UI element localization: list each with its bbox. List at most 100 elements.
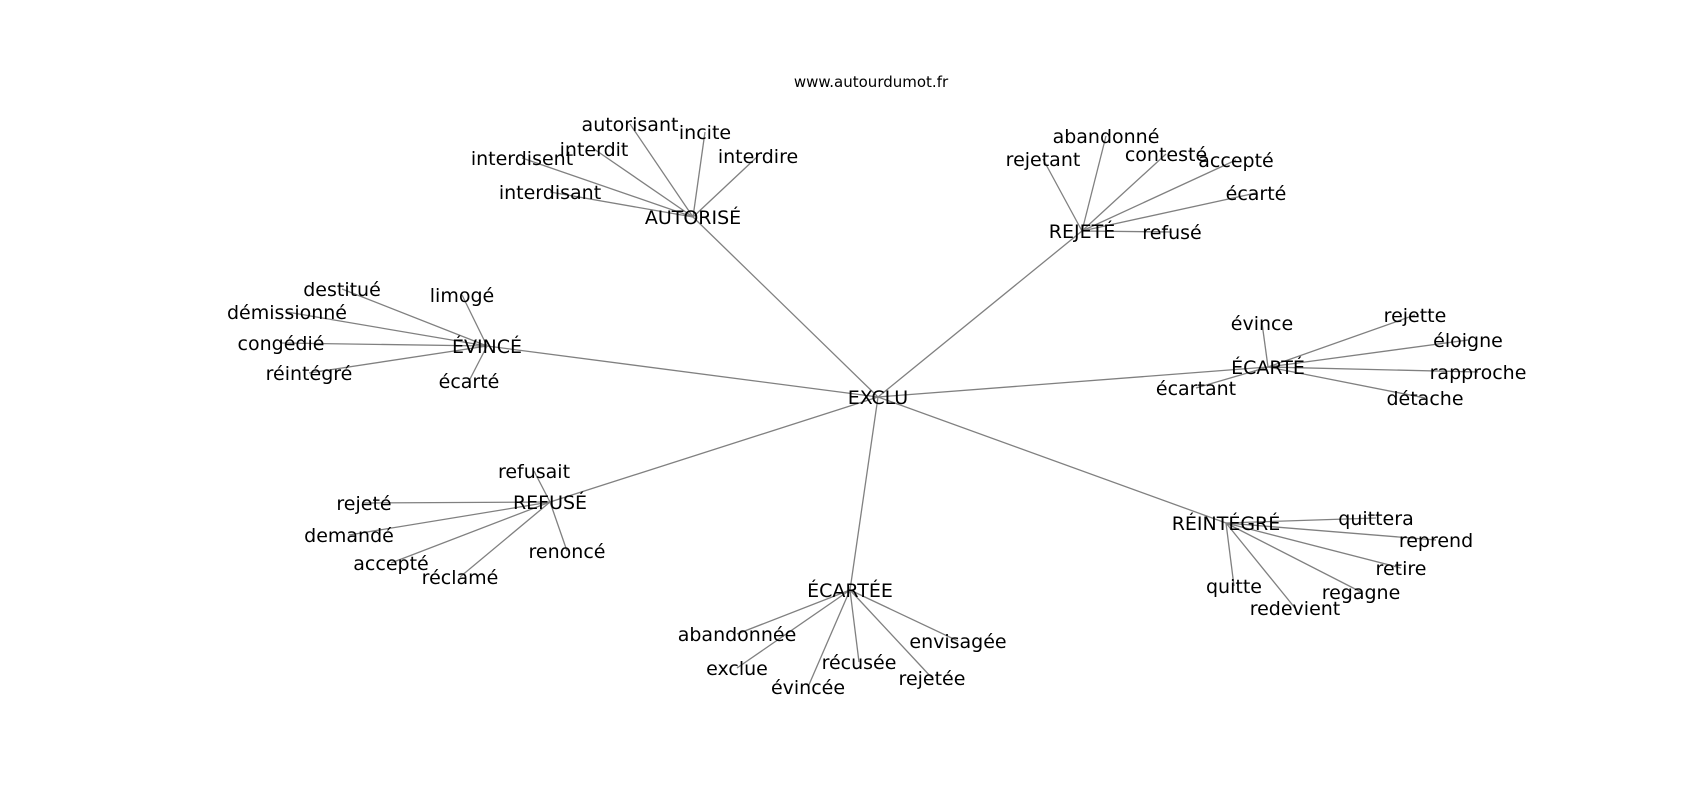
edge-autorise-interdit bbox=[593, 148, 694, 218]
leaf-node-reintegre: réintégré bbox=[266, 363, 353, 385]
edge-ecarte-ecartant bbox=[1195, 366, 1269, 389]
edge-ecartee-abandonnee bbox=[736, 589, 851, 635]
leaf-node-ecarte: écarté bbox=[1226, 183, 1287, 205]
edge-reintegre-quitte bbox=[1225, 522, 1235, 587]
edge-ecarte-rapproche bbox=[1267, 366, 1479, 373]
edge-center-autorise bbox=[692, 216, 879, 398]
edge-reintegre-redevient bbox=[1225, 522, 1296, 609]
edge-autorise-interdire bbox=[692, 155, 759, 218]
hub-node-reintegre: RÉINTÉGRÉ bbox=[1172, 512, 1281, 535]
leaf-node-redevient: redevient bbox=[1250, 598, 1341, 620]
edge-refuse-refusait bbox=[533, 470, 551, 503]
leaf-node-exclue: exclue bbox=[706, 658, 768, 680]
hub-node-refuse: REFUSÉ bbox=[513, 491, 587, 514]
edge-refuse-reclame bbox=[459, 501, 551, 578]
leaf-node-rejetant: rejetant bbox=[1006, 149, 1081, 171]
edge-refuse-accepte bbox=[390, 501, 551, 564]
leaf-node-abandonne: abandonné bbox=[1053, 126, 1160, 148]
edge-reintegre-reprend bbox=[1225, 522, 1437, 541]
edge-ecarte-eloigne bbox=[1267, 339, 1469, 368]
edge-evince-limoge bbox=[461, 294, 488, 347]
center-node: EXCLU bbox=[848, 387, 908, 409]
leaf-node-incite: incite bbox=[679, 122, 731, 144]
edge-ecartee-rejetee bbox=[849, 589, 933, 679]
leaf-node-retire: retire bbox=[1376, 558, 1427, 580]
leaf-node-congedie: congédié bbox=[238, 333, 325, 355]
edge-center-reintegre bbox=[877, 396, 1227, 524]
hub-node-rejete: REJETÉ bbox=[1049, 220, 1115, 243]
source-label: www.autourdumot.fr bbox=[794, 73, 949, 91]
edge-ecartee-envisagee bbox=[849, 589, 959, 642]
edge-evince-congedie bbox=[280, 342, 488, 347]
edge-evince-reintegre bbox=[308, 345, 488, 374]
edge-center-ecarte bbox=[877, 366, 1269, 398]
leaf-node-reprend: reprend bbox=[1399, 530, 1473, 552]
hub-node-ecarte: ÉCARTÉ bbox=[1231, 356, 1305, 379]
leaf-node-demissionne: démissionné bbox=[227, 302, 347, 324]
leaf-node-rapproche: rapproche bbox=[1430, 362, 1527, 384]
leaf-node-envisagee: envisagée bbox=[909, 631, 1006, 653]
edge-reintegre-regagne bbox=[1225, 522, 1362, 593]
edge-evince-demissionne bbox=[286, 311, 488, 347]
leaf-node-conteste: contesté bbox=[1125, 144, 1207, 166]
edge-autorise-interdisent bbox=[521, 157, 694, 218]
leaf-node-interdire: interdire bbox=[718, 146, 798, 168]
leaf-node-interdit: interdit bbox=[560, 139, 629, 161]
edge-ecartee-evincee bbox=[807, 589, 851, 688]
leaf-node-reclame: réclamé bbox=[422, 567, 499, 589]
edge-refuse-rejete bbox=[363, 501, 551, 504]
edge-ecarte-detache bbox=[1267, 366, 1426, 399]
edge-rejete-refuse bbox=[1081, 230, 1173, 233]
edge-center-refuse bbox=[549, 396, 879, 503]
leaf-node-recusee: récusée bbox=[822, 652, 897, 674]
leaf-node-abandonnee: abandonnée bbox=[678, 624, 797, 646]
leaf-node-destitue: destitué bbox=[303, 279, 381, 301]
hub-node-autorise: AUTORISÉ bbox=[645, 206, 741, 229]
edge-rejete-ecarte bbox=[1081, 192, 1257, 232]
leaf-node-rejette: rejette bbox=[1384, 305, 1447, 327]
leaf-node-ecarte: écarté bbox=[439, 371, 500, 393]
leaf-node-refusait: refusait bbox=[498, 461, 570, 483]
leaf-node-regagne: regagne bbox=[1322, 582, 1401, 604]
edge-refuse-renonce bbox=[549, 501, 568, 552]
edge-reintegre-retire bbox=[1225, 522, 1402, 569]
leaf-node-interdisent: interdisent bbox=[471, 148, 573, 170]
leaf-node-ecartant: écartant bbox=[1156, 378, 1236, 400]
edge-autorise-interdisant bbox=[549, 191, 694, 218]
edge-ecarte-rejette bbox=[1267, 314, 1416, 368]
leaf-node-accepte: accepté bbox=[1198, 150, 1273, 172]
leaf-node-refuse: refusé bbox=[1142, 222, 1201, 244]
leaf-node-detache: détache bbox=[1386, 388, 1463, 410]
edge-rejete-rejetant bbox=[1042, 158, 1083, 232]
edge-rejete-conteste bbox=[1081, 153, 1167, 232]
leaf-node-interdisant: interdisant bbox=[499, 182, 601, 204]
leaf-node-rejete: rejeté bbox=[336, 493, 391, 515]
edge-ecartee-exclue bbox=[736, 589, 851, 669]
edge-rejete-accepte bbox=[1081, 159, 1237, 232]
leaf-node-evince: évince bbox=[1231, 313, 1293, 335]
edge-rejete-abandonne bbox=[1081, 135, 1107, 232]
leaf-node-quittera: quittera bbox=[1338, 508, 1413, 530]
leaf-node-limoge: limogé bbox=[430, 285, 494, 307]
edge-ecartee-recusee bbox=[849, 589, 860, 663]
edge-ecarte-evince bbox=[1261, 322, 1269, 368]
leaf-node-accepte: accepté bbox=[353, 553, 428, 575]
edges bbox=[280, 123, 1479, 688]
leaf-node-demande: demandé bbox=[304, 525, 394, 547]
edge-autorise-autorisant bbox=[629, 123, 694, 218]
leaf-node-autorisant: autorisant bbox=[582, 114, 679, 136]
leaf-node-quitte: quitte bbox=[1206, 576, 1262, 598]
edge-evince-destitue bbox=[341, 288, 488, 347]
leaf-node-renonce: renoncé bbox=[529, 541, 606, 563]
hub-node-evince: ÉVINCÉ bbox=[452, 335, 522, 358]
edge-refuse-demande bbox=[348, 501, 551, 536]
hub-node-ecartee: ÉCARTÉE bbox=[807, 579, 893, 602]
edge-center-ecartee bbox=[849, 396, 879, 591]
edge-evince-ecarte bbox=[468, 345, 488, 382]
edge-center-rejete bbox=[877, 230, 1083, 398]
edge-center-evince bbox=[486, 345, 879, 398]
edge-reintegre-quittera bbox=[1225, 517, 1377, 524]
edge-autorise-incite bbox=[692, 131, 706, 218]
